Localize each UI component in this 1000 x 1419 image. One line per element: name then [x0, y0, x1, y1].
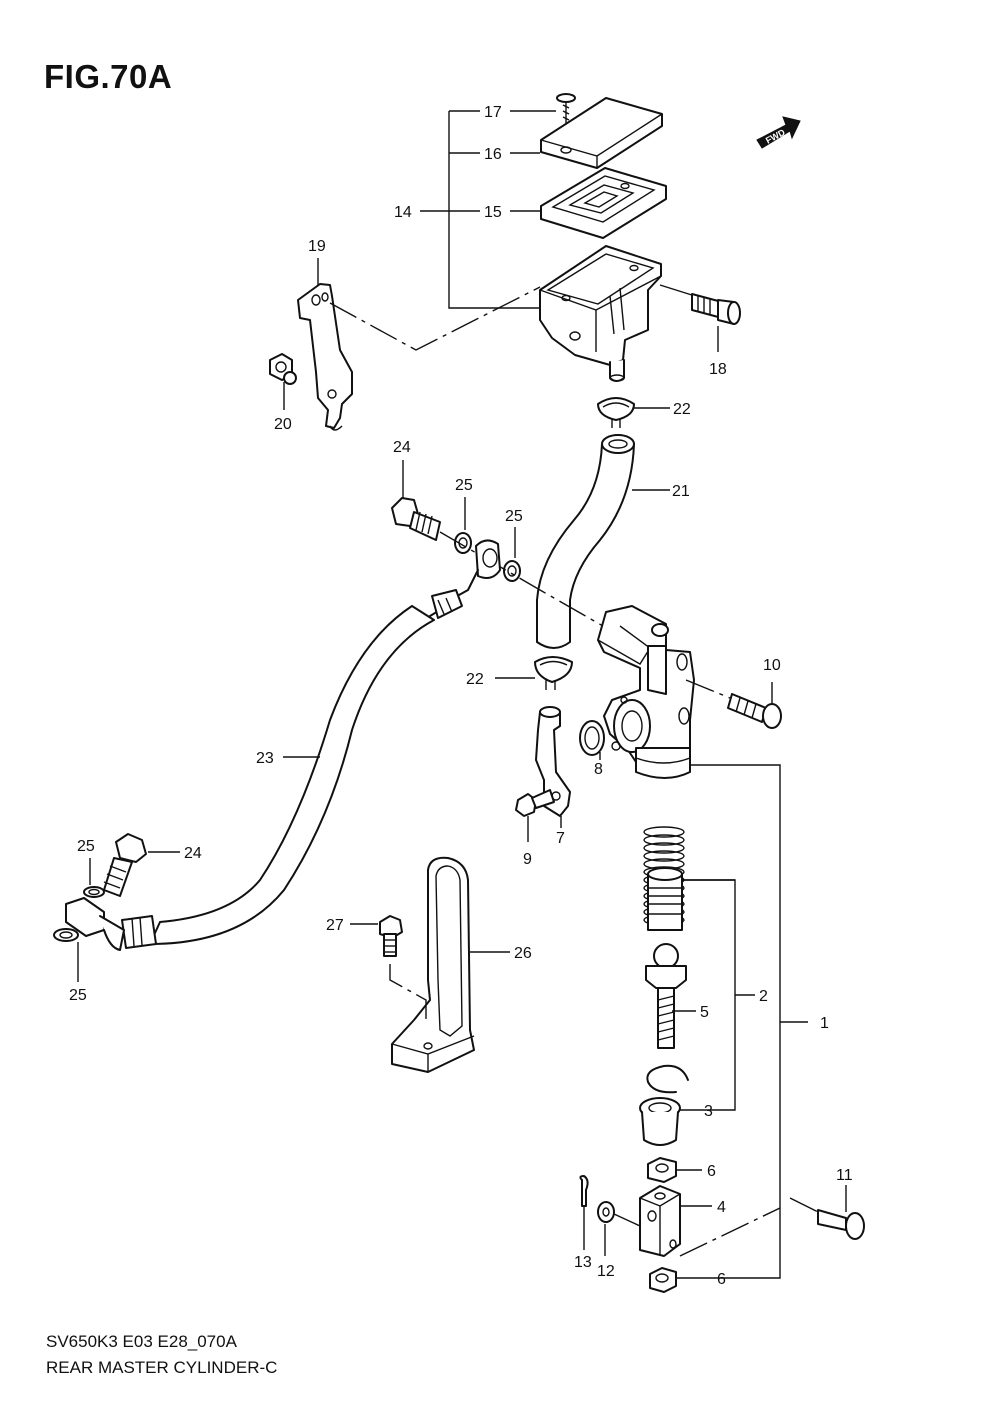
callout-14: 14	[394, 204, 412, 221]
callout-23: 23	[256, 750, 274, 767]
callout-20: 20	[274, 416, 292, 433]
callout-3: 3	[704, 1103, 713, 1120]
reservoir-bracket-part	[297, 258, 353, 431]
callout-9: 9	[523, 851, 532, 868]
washer-lower-b-part	[53, 928, 79, 982]
guide-bolt-part	[350, 915, 427, 1020]
callout-16: 16	[484, 146, 502, 163]
callout-19: 19	[308, 238, 326, 255]
callout-17: 17	[484, 104, 502, 121]
bracket-14	[448, 111, 540, 309]
pin-washer-part	[597, 1201, 641, 1256]
callout-4: 4	[717, 1199, 726, 1216]
callout-11: 11	[836, 1167, 853, 1184]
reservoir-hose-part	[536, 434, 670, 649]
washer-lower-a-part	[83, 858, 105, 898]
nut-20-part	[269, 353, 297, 410]
callout-22b: 22	[466, 671, 484, 688]
callout-6b: 6	[717, 1271, 726, 1288]
callout-27: 27	[326, 917, 344, 934]
lock-nut-lower-part	[649, 1267, 702, 1293]
callout-25d: 25	[69, 987, 87, 1004]
callout-7: 7	[556, 830, 565, 847]
banjo-fitting-lower-part	[65, 897, 125, 951]
clevis-pin-part	[789, 1185, 865, 1240]
diaphragm-part	[540, 167, 667, 239]
callout-25a: 25	[455, 477, 473, 494]
reservoir-cap-part	[540, 97, 663, 169]
reservoir-tank-part	[539, 245, 662, 382]
fwd-arrow-icon: FWD	[756, 116, 801, 149]
hose-guide-part	[391, 856, 510, 1073]
clevis-part	[639, 1185, 781, 1257]
callout-5: 5	[700, 1004, 709, 1021]
callout-6a: 6	[707, 1163, 716, 1180]
figure-title: FIG.70A	[44, 58, 173, 95]
callout-18: 18	[709, 361, 727, 378]
bolt-axis-line	[439, 531, 611, 631]
lock-nut-upper-part	[647, 1157, 702, 1183]
callout-25b: 25	[505, 508, 523, 525]
assembly-name: REAR MASTER CYLINDER-C	[46, 1358, 278, 1377]
model-code: SV650K3 E03 E28_070A	[46, 1332, 237, 1351]
callout-8: 8	[594, 761, 603, 778]
brake-hose-part	[121, 539, 501, 949]
bracket-2	[682, 879, 736, 1111]
connector-screw-part	[515, 789, 555, 842]
callout-10: 10	[763, 657, 781, 674]
washer-upper-b-part	[503, 527, 521, 582]
circlip-part	[646, 1064, 689, 1094]
callout-24b: 24	[184, 845, 202, 862]
callout-25c: 25	[77, 838, 95, 855]
hose-clamp-lower-part	[495, 656, 573, 690]
piston-part	[647, 867, 735, 931]
callout-15: 15	[484, 204, 502, 221]
callout-12: 12	[597, 1263, 615, 1280]
hose-clamp-upper-part	[597, 397, 670, 428]
callout-21: 21	[672, 483, 690, 500]
hose-connector-part	[535, 706, 571, 828]
callout-24a: 24	[393, 439, 411, 456]
callout-13: 13	[574, 1254, 592, 1271]
callout-22a: 22	[673, 401, 691, 418]
master-cylinder-body-part	[597, 605, 695, 779]
callout-1: 1	[820, 1015, 829, 1032]
reservoir-bolt-part	[659, 284, 741, 352]
callout-2: 2	[759, 988, 768, 1005]
union-bolt-upper-part	[391, 460, 441, 541]
mounting-bolt-part	[685, 679, 782, 729]
o-ring-part	[579, 720, 605, 760]
union-bolt-lower-part	[103, 833, 180, 897]
cap-screw-part	[556, 93, 576, 124]
boot-part	[639, 1097, 700, 1146]
callout-26: 26	[514, 945, 532, 962]
push-rod-part	[645, 943, 696, 1049]
assembly-line	[329, 286, 541, 351]
cotter-pin-part	[579, 1175, 589, 1250]
washer-upper-a-part	[454, 497, 472, 554]
